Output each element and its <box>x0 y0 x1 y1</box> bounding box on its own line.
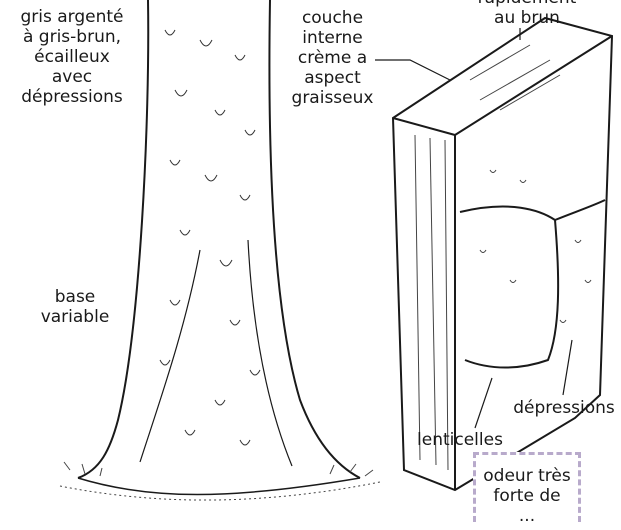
lenticels-label: lenticelles <box>410 430 510 450</box>
base-label: base variable <box>30 287 120 327</box>
bark-texture <box>160 30 260 445</box>
depressions-leader <box>563 340 572 395</box>
oxidation-label: rapidement au brun <box>472 0 582 28</box>
lenticels-leader <box>475 378 492 428</box>
inner-layer-leader <box>375 60 450 80</box>
depressions-label: dépressions <box>508 398 620 418</box>
smell-note-line-3: ... <box>476 506 578 526</box>
smell-note-line-1: odeur très <box>476 466 578 486</box>
smell-note: odeur très forte de ... <box>473 452 581 522</box>
smell-note-line-2: forte de <box>476 486 578 506</box>
inner-layer-label: couche interne crème a aspect graisseux <box>285 8 380 108</box>
bark-section-drawing <box>393 18 612 490</box>
bark-surface-label: gris argenté à gris-brun, écailleux avec… <box>2 7 142 107</box>
leader-lines <box>375 28 572 428</box>
